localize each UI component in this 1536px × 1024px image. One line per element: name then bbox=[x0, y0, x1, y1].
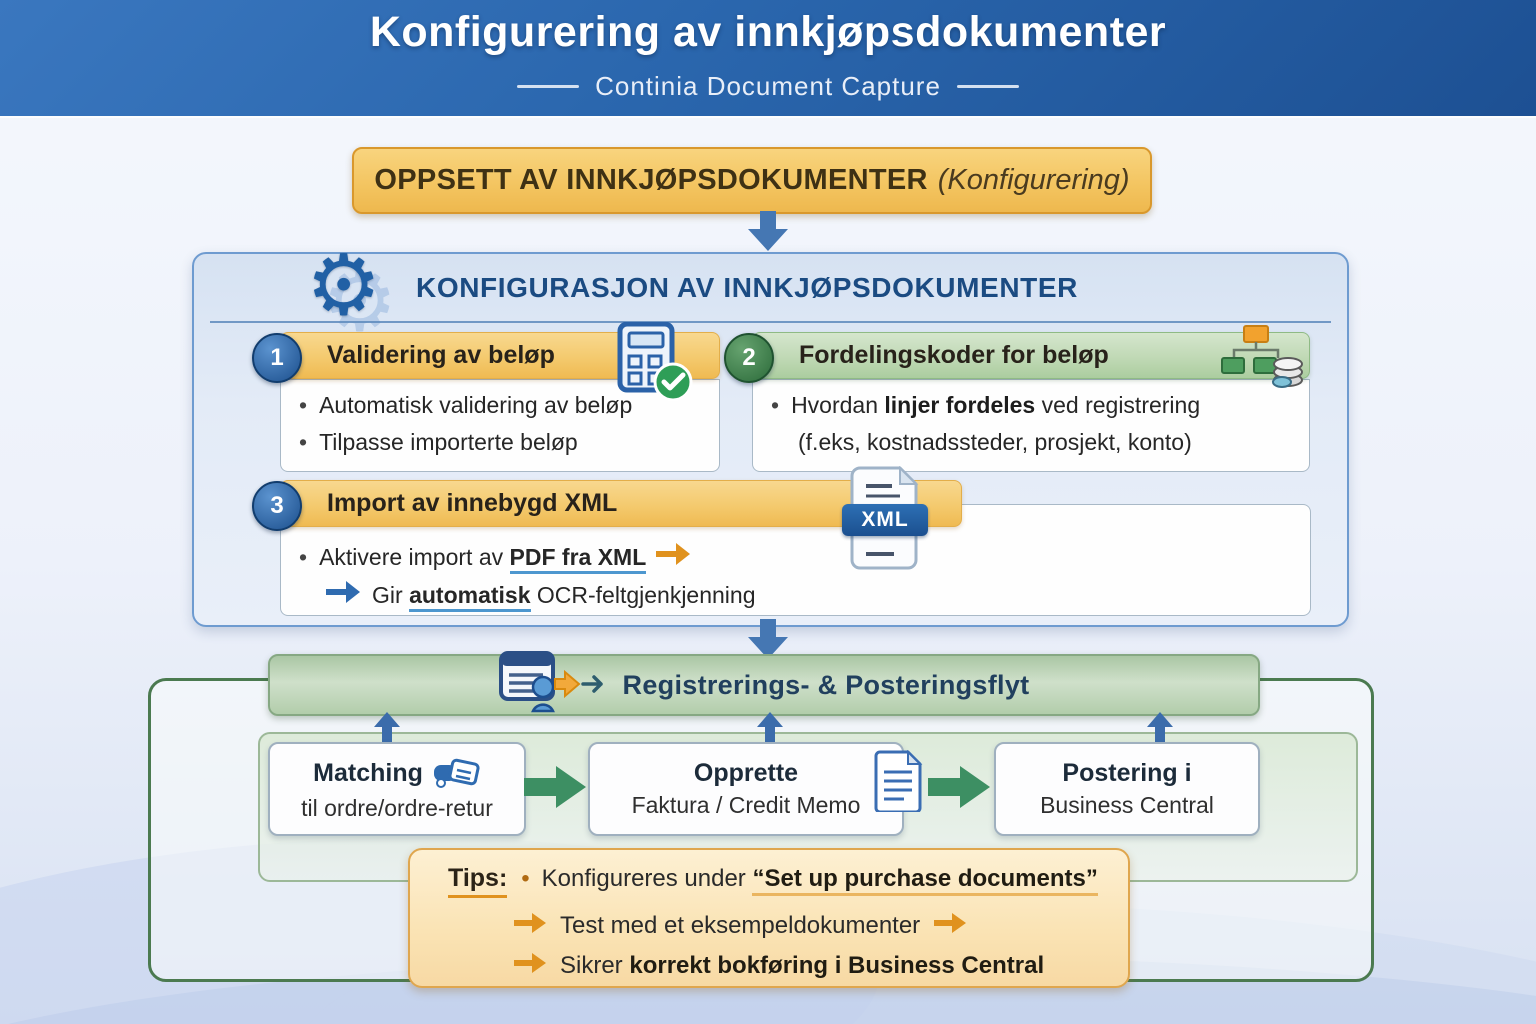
down-arrow-icon bbox=[748, 619, 788, 659]
config-box-validering: 1 Validering av beløp Automatisk valider… bbox=[252, 322, 720, 472]
tips-box: Tips: • Konfigureres under “Set up purch… bbox=[408, 848, 1130, 988]
flow-banner: Registrerings- & Posteringsflyt bbox=[268, 651, 1260, 716]
bullet-item: Gir automatisk OCR-feltgjenkjenning bbox=[299, 581, 1294, 612]
invoice-doc-icon bbox=[874, 750, 923, 812]
up-arrow-icon bbox=[757, 712, 783, 742]
header-band: Konfigurering av innkjøpsdokumenter Cont… bbox=[0, 0, 1536, 116]
flow-step-title: Postering i bbox=[1062, 759, 1192, 787]
flow-step-opprette: Opprette Faktura / Credit Memo bbox=[588, 742, 904, 836]
setup-title-label: OPPSETT AV INNKJØPSDOKUMENTER bbox=[374, 164, 928, 196]
config-box-fordelingskoder: 2 Fordelingskoder for beløp Hvordan linj… bbox=[724, 325, 1310, 472]
orange-arrow-icon bbox=[934, 913, 967, 933]
flow-step-postering: Postering i Business Central bbox=[994, 742, 1260, 836]
orange-arrow-icon bbox=[514, 913, 546, 933]
bullet-item: Aktivere import av PDF fra XML bbox=[299, 543, 1294, 574]
setup-title-box: OPPSETT AV INNKJØPSDOKUMENTER (Konfigure… bbox=[352, 147, 1152, 214]
orange-arrow-icon bbox=[656, 543, 691, 565]
down-arrow-icon bbox=[748, 211, 788, 251]
flow-step-matching: Matching til ordre/ordre-retur bbox=[268, 742, 526, 836]
bullet-item: Automatisk validering av beløp bbox=[299, 392, 703, 419]
green-right-arrow-icon bbox=[928, 766, 990, 808]
step-number-badge: 1 bbox=[252, 333, 302, 383]
tips-line-2: Test med et eksempeldokumenter bbox=[448, 912, 1128, 940]
green-right-arrow-icon bbox=[524, 766, 586, 808]
step-number-badge: 3 bbox=[252, 481, 302, 531]
bullet-item: (f.eks, kostnadssteder, prosjekt, konto) bbox=[798, 429, 1192, 455]
blue-arrow-icon bbox=[326, 581, 360, 603]
setup-title-suffix: (Konfigurering) bbox=[937, 164, 1130, 196]
page-title: Konfigurering av innkjøpsdokumenter bbox=[369, 8, 1167, 56]
subtitle-line-right bbox=[956, 85, 1019, 88]
tips-line-3: Sikrer korrekt bokføring i Business Cent… bbox=[448, 952, 1128, 980]
xml-file-icon: XML bbox=[842, 466, 944, 570]
calculator-check-icon bbox=[617, 322, 693, 402]
subtitle-line-left bbox=[517, 85, 580, 88]
registration-doc-icon bbox=[498, 651, 603, 713]
config-box-xml-import: 3 Import av innebygd XML XML Aktivere im… bbox=[252, 466, 1311, 616]
orange-arrow-icon bbox=[514, 953, 546, 973]
config-section: ⚙ ⚙ KONFIGURASJON AV INNKJØPSDOKUMENTER … bbox=[192, 238, 1349, 627]
config-box-header: Fordelingskoder for beløp bbox=[752, 332, 1310, 379]
divider bbox=[210, 321, 1331, 323]
bullet-item: Hvordan linjer fordeles ved registrering bbox=[771, 392, 1293, 419]
handshake-icon bbox=[433, 758, 480, 788]
gear-icon: ⚙ ⚙ bbox=[306, 238, 398, 348]
up-arrow-icon bbox=[1147, 712, 1173, 742]
flow-banner-title: Registrerings- & Posteringsflyt bbox=[622, 669, 1030, 700]
config-section-title: KONFIGURASJON AV INNKJØPSDOKUMENTER bbox=[416, 272, 1078, 303]
up-arrow-icon bbox=[374, 712, 400, 742]
step-number-badge: 2 bbox=[724, 333, 774, 383]
flow-step-subtitle: Faktura / Credit Memo bbox=[631, 792, 861, 818]
flow-step-subtitle: til ordre/ordre-retur bbox=[301, 794, 493, 821]
config-box-body: Hvordan linjer fordeles ved registrering… bbox=[752, 379, 1310, 472]
config-box-title: Validering av beløp bbox=[327, 341, 555, 369]
flow-step-title: Opprette bbox=[693, 759, 799, 787]
xml-badge: XML bbox=[842, 504, 928, 536]
page-subtitle: Continia Document Capture bbox=[595, 71, 941, 101]
subtitle-row: Continia Document Capture bbox=[517, 71, 1019, 102]
tips-line-1: Tips: • Konfigureres under “Set up purch… bbox=[448, 864, 1128, 898]
bullet-item: Tilpasse importerte beløp bbox=[299, 429, 703, 456]
config-box-body: Automatisk validering av beløp Tilpasse … bbox=[280, 379, 720, 472]
flow-step-subtitle: Business Central bbox=[1040, 792, 1214, 818]
flow-step-title: Matching bbox=[313, 757, 481, 791]
org-chart-coins-icon bbox=[1221, 325, 1303, 388]
tips-label: Tips: bbox=[448, 864, 508, 898]
config-box-title: Fordelingskoder for beløp bbox=[799, 341, 1109, 369]
config-box-title: Import av innebygd XML bbox=[327, 489, 618, 517]
